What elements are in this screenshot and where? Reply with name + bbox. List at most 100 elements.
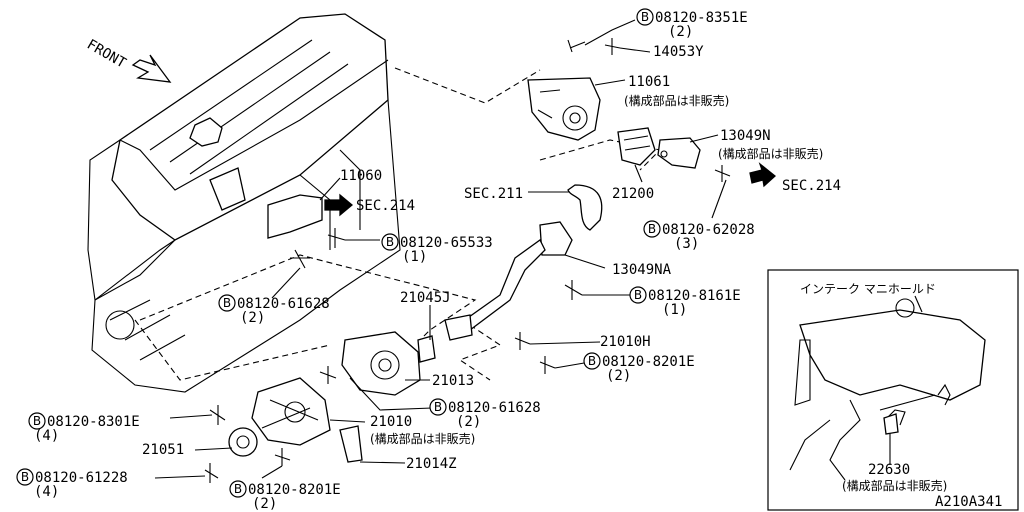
svg-text:B: B <box>33 414 41 428</box>
bolts <box>204 38 731 483</box>
part-code: 08120-61628 <box>237 296 330 312</box>
b-marker-icon <box>229 480 247 498</box>
svg-text:B: B <box>648 222 656 236</box>
callout-p22630: 22630 (構成部品は非販売) <box>842 462 947 493</box>
callout-c8161: B 08120-8161E (1) <box>629 286 741 318</box>
part-code: 13049NA <box>612 262 672 278</box>
b-marker-icon <box>429 398 447 416</box>
part-code: 13049N <box>720 128 771 144</box>
part-code: 08120-8201E <box>602 354 695 370</box>
b-marker-icon <box>218 294 236 312</box>
svg-text:B: B <box>234 482 242 496</box>
svg-text:B: B <box>21 470 29 484</box>
callout-c65533: B 08120-65533 (1) <box>381 233 493 265</box>
front-indicator: FRONT <box>84 37 172 83</box>
quantity: (4) <box>34 484 59 500</box>
callout-sec214a: SEC.214 <box>782 178 841 194</box>
outlet-13049n <box>657 137 701 169</box>
callout-c61628b: B 08120-61628 (2) <box>429 398 541 430</box>
part-code: 21010 <box>370 414 412 430</box>
part-code: 08120-8301E <box>47 414 140 430</box>
part-note: (構成部品は非販売) <box>624 93 729 108</box>
callout-c8201a: B 08120-8201E (2) <box>583 352 695 384</box>
svg-text:B: B <box>386 235 394 249</box>
part-code: 21045J <box>400 290 451 306</box>
quantity: (3) <box>674 236 699 252</box>
quantity: (4) <box>34 428 59 444</box>
part-note: (構成部品は非販売) <box>718 146 823 161</box>
part-code: 08120-8161E <box>648 288 741 304</box>
quantity: (2) <box>606 368 631 384</box>
part-code: 08120-8351E <box>655 10 748 26</box>
section-ref: SEC.214 <box>356 198 415 214</box>
leader-lines <box>154 19 727 479</box>
svg-text:B: B <box>434 400 442 414</box>
part-code: 21010H <box>600 334 651 350</box>
callout-p21010: 21010 (構成部品は非販売) <box>370 414 475 446</box>
part-code: 21051 <box>142 442 184 458</box>
quantity: (2) <box>456 414 481 430</box>
thermostat-housing <box>527 77 601 141</box>
bracket-11060 <box>209 167 323 239</box>
callout-p21200: 21200 <box>612 186 654 202</box>
callout-c8201b: B 08120-8201E (2) <box>229 480 341 512</box>
part-code: 11061 <box>628 74 670 90</box>
callout-p21051: 21051 <box>142 442 184 458</box>
callout-p13049na: 13049NA <box>612 262 672 278</box>
assembly-outlines <box>134 67 662 381</box>
callout-p11060: 11060 <box>340 168 382 184</box>
svg-text:B: B <box>634 288 642 302</box>
svg-text:B: B <box>641 10 649 24</box>
b-marker-icon <box>28 412 46 430</box>
b-marker-icon <box>643 220 661 238</box>
front-label: FRONT <box>84 37 129 72</box>
callout-p14053: 14053Y <box>653 44 704 60</box>
section-ref: SEC.211 <box>464 186 523 202</box>
part-note: (構成部品は非販売) <box>370 431 475 446</box>
water-pump-assembly <box>228 331 436 463</box>
callout-p11061: 11061 (構成部品は非販売) <box>624 74 729 108</box>
water-hose <box>567 184 603 231</box>
callout-sec214b: SEC.214 <box>356 198 415 214</box>
part-code: 14053Y <box>653 44 704 60</box>
sec214-right-arrow-icon <box>749 162 777 188</box>
quantity: (1) <box>402 249 427 265</box>
engine-block <box>87 13 401 393</box>
callout-c8301: B 08120-8301E (4) <box>28 412 140 444</box>
quantity: (2) <box>668 24 693 40</box>
sec214-arrow-icon <box>324 193 354 217</box>
front-arrow-icon <box>131 54 172 83</box>
svg-text:B: B <box>588 354 596 368</box>
callout-p13049n: 13049N (構成部品は非販売) <box>718 128 823 161</box>
part-code: 08120-8201E <box>248 482 341 498</box>
callout-p21010h: 21010H <box>600 334 651 350</box>
callout-sec211: SEC.211 <box>464 186 523 202</box>
quantity: (2) <box>252 496 277 512</box>
quantity: (2) <box>240 310 265 326</box>
b-marker-icon <box>629 286 647 304</box>
callout-c61628a: B 08120-61628 (2) <box>218 294 330 326</box>
thermostat <box>617 127 656 166</box>
callout-p21045j: 21045J <box>400 290 451 306</box>
inset-title: インテーク マニホールド <box>800 282 936 296</box>
part-code: 21200 <box>612 186 654 202</box>
callout-c62028: B 08120-62028 (3) <box>643 220 755 252</box>
inset-intake-manifold: インテーク マニホールド <box>767 269 1019 511</box>
part-code: 08120-65533 <box>400 235 493 251</box>
svg-text:B: B <box>223 296 231 310</box>
part-code: 21013 <box>432 373 474 389</box>
quantity: (1) <box>662 302 687 318</box>
part-code: 22630 <box>868 462 910 478</box>
water-pipe <box>444 221 573 341</box>
callout-p21014z: 21014Z <box>406 456 457 472</box>
section-ref: SEC.214 <box>782 178 841 194</box>
part-code: 08120-62028 <box>662 222 755 238</box>
part-note: (構成部品は非販売) <box>842 478 947 493</box>
b-marker-icon <box>16 468 34 486</box>
part-code: 11060 <box>340 168 382 184</box>
diagram-code: A210A341 <box>935 494 1002 510</box>
callout-p21013: 21013 <box>432 373 474 389</box>
callout-c8351: B 08120-8351E (2) <box>636 8 748 40</box>
b-marker-icon <box>381 233 399 251</box>
